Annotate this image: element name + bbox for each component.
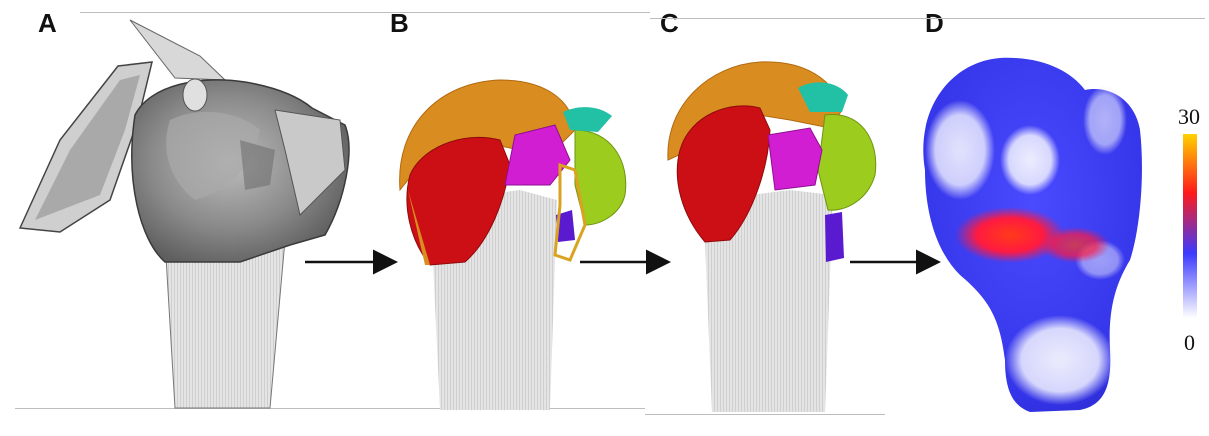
panel-d-heatmap bbox=[923, 58, 1197, 412]
panel-c-reduction bbox=[668, 62, 876, 412]
green-fragment-c bbox=[818, 114, 876, 210]
humerus-shaft-a bbox=[165, 240, 285, 408]
colorbar-min-label: 0 bbox=[1184, 330, 1195, 356]
colorbar bbox=[1183, 134, 1197, 318]
magenta-fragment-c bbox=[768, 128, 822, 190]
teal-fragment-b bbox=[563, 107, 612, 132]
purple-fragment-c bbox=[825, 212, 844, 262]
panel-b-segmentation bbox=[400, 80, 626, 410]
colorbar-max-label: 30 bbox=[1178, 104, 1200, 130]
panel-a-ct-rendering bbox=[20, 20, 349, 408]
